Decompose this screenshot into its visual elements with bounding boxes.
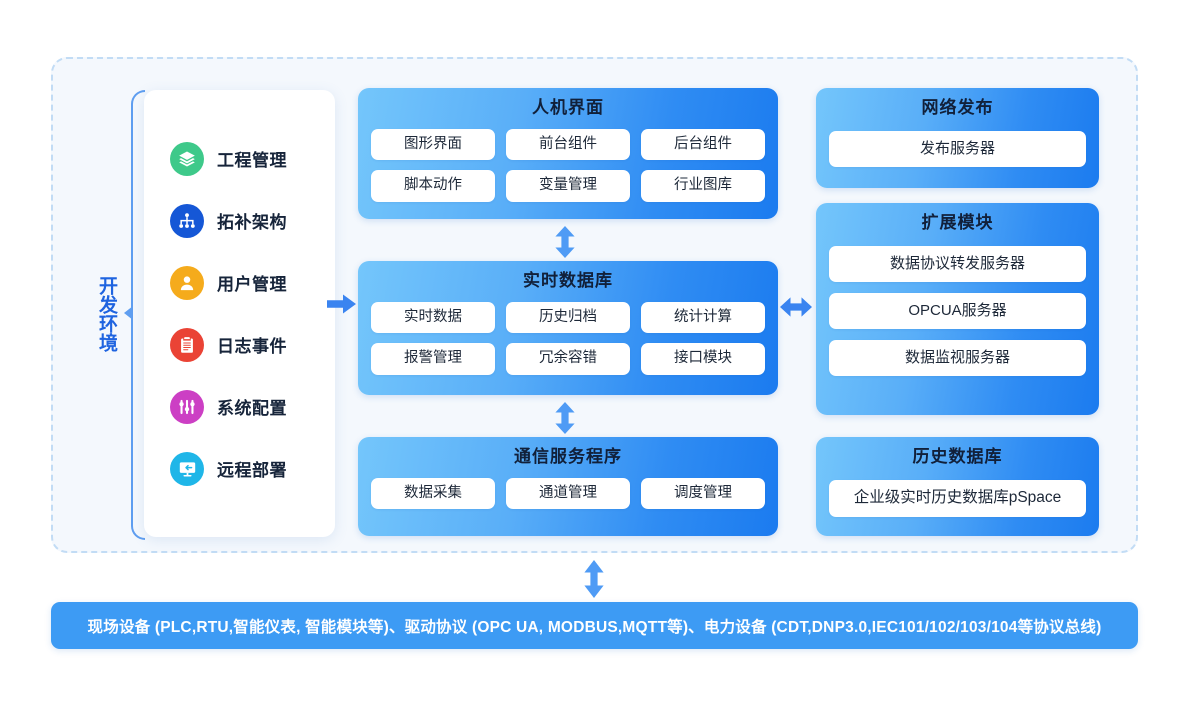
block-title: 网络发布 [921, 98, 994, 117]
remote-deploy-icon [170, 451, 204, 486]
block-extension-modules: 扩展模块 数据协议转发服务器 OPCUA服务器 数据监视服务器 [816, 203, 1099, 415]
dev-environment-bracket [131, 90, 145, 540]
dev-environment-bracket-tip [124, 306, 133, 320]
block-hmi: 人机界面 图形界面 前台组件 后台组件 脚本动作 变量管理 行业图库 [358, 88, 778, 219]
chip-item[interactable]: 调度管理 [641, 477, 765, 510]
sidebar-item-label: 远程部署 [217, 461, 287, 480]
block-web-publishing: 网络发布 发布服务器 [816, 88, 1099, 188]
block-history-database: 历史数据库 企业级实时历史数据库pSpace [816, 437, 1099, 536]
chip-item[interactable]: 统计计算 [641, 301, 765, 334]
sidebar-item-log-events[interactable]: 日志事件 [144, 314, 335, 376]
field-devices-text: 现场设备 (PLC,RTU,智能仪表, 智能模块等)、驱动协议 (OPC UA,… [87, 618, 1102, 636]
block-title: 历史数据库 [912, 447, 1003, 466]
arrow-right-icon [327, 293, 357, 315]
sidebar-item-remote-deployment[interactable]: 远程部署 [144, 438, 335, 500]
chip-item[interactable]: 报警管理 [371, 343, 495, 375]
chip-item[interactable]: OPCUA服务器 [829, 292, 1086, 329]
user-icon [170, 265, 204, 300]
block-realtime-database: 实时数据库 实时数据 历史归档 统计计算 报警管理 冗余容错 接口模块 [358, 261, 778, 395]
chip-item[interactable]: 后台组件 [641, 128, 765, 161]
sidebar-item-project-management[interactable]: 工程管理 [144, 128, 335, 190]
block-communication-service: 通信服务程序 数据采集 通道管理 调度管理 [358, 437, 778, 536]
chip-item[interactable]: 数据采集 [371, 477, 495, 510]
arrow-leftright-icon [780, 296, 812, 318]
chip-item[interactable]: 变量管理 [506, 170, 630, 202]
chip-row: 脚本动作 变量管理 行业图库 [371, 170, 765, 202]
chip-item[interactable]: 历史归档 [506, 301, 630, 334]
sidebar-item-topology-architecture[interactable]: 拓补架构 [144, 190, 335, 252]
chip-row: 报警管理 冗余容错 接口模块 [371, 343, 765, 375]
arrow-updown-icon [554, 402, 576, 434]
clipboard-icon [170, 327, 204, 362]
chip-row: 图形界面 前台组件 后台组件 [371, 128, 765, 161]
block-title: 通信服务程序 [514, 447, 622, 466]
block-title: 扩展模块 [921, 213, 994, 232]
sidebar-item-system-configuration[interactable]: 系统配置 [144, 376, 335, 438]
chip-item[interactable]: 接口模块 [641, 343, 765, 375]
chip-stack: 企业级实时历史数据库pSpace [829, 479, 1086, 517]
chip-item[interactable]: 数据协议转发服务器 [829, 245, 1086, 282]
chip-item[interactable]: 脚本动作 [371, 170, 495, 202]
sidebar-item-label: 工程管理 [217, 151, 287, 170]
block-title: 人机界面 [532, 98, 604, 117]
field-devices-bar: 现场设备 (PLC,RTU,智能仪表, 智能模块等)、驱动协议 (OPC UA,… [51, 602, 1138, 649]
chip-item[interactable]: 实时数据 [371, 301, 495, 334]
chip-item[interactable]: 通道管理 [506, 477, 630, 510]
sidebar-item-label: 系统配置 [217, 399, 287, 418]
dev-environment-label: 开发环境 [96, 276, 117, 352]
layers-icon [170, 141, 204, 176]
dev-environment-sidebar: 工程管理 拓补架构 用户管理 [144, 90, 335, 537]
sidebar-item-label: 用户管理 [217, 275, 287, 294]
sliders-icon [170, 389, 204, 424]
chip-item[interactable]: 前台组件 [506, 128, 630, 161]
chip-item[interactable]: 行业图库 [641, 170, 765, 202]
block-title: 实时数据库 [523, 271, 613, 290]
chip-stack: 发布服务器 [829, 130, 1086, 167]
sidebar-item-user-management[interactable]: 用户管理 [144, 252, 335, 314]
chip-stack: 数据协议转发服务器 OPCUA服务器 数据监视服务器 [829, 245, 1086, 376]
chip-row: 数据采集 通道管理 调度管理 [371, 477, 765, 510]
sidebar-item-label: 日志事件 [217, 337, 287, 356]
arrow-updown-icon [554, 226, 576, 258]
chip-item[interactable]: 数据监视服务器 [829, 339, 1086, 376]
chip-item[interactable]: 企业级实时历史数据库pSpace [829, 479, 1086, 517]
arrow-updown-icon [583, 560, 605, 598]
chip-item[interactable]: 发布服务器 [829, 130, 1086, 167]
chip-item[interactable]: 图形界面 [371, 128, 495, 161]
chip-item[interactable]: 冗余容错 [506, 343, 630, 375]
hierarchy-icon [170, 203, 204, 238]
chip-row: 实时数据 历史归档 统计计算 [371, 301, 765, 334]
sidebar-item-label: 拓补架构 [217, 213, 287, 232]
